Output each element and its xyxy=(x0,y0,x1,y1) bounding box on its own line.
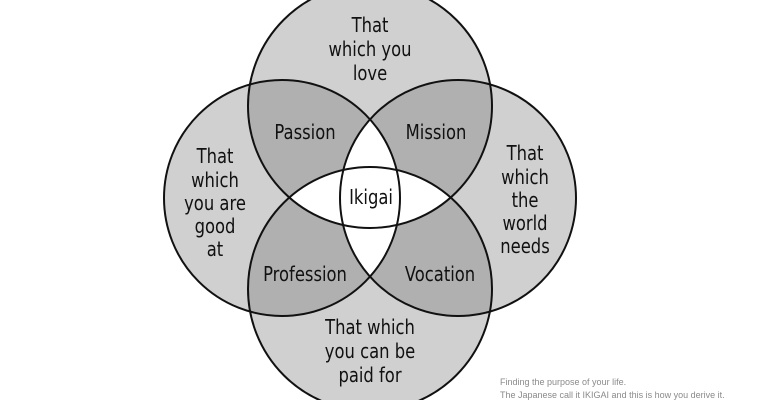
caption-line-2: The Japanese call it IKIGAI and this is … xyxy=(500,390,725,400)
label-love-3: love xyxy=(353,63,387,86)
label-world-5: needs xyxy=(500,236,549,259)
label-paid-1: That which xyxy=(324,317,415,340)
label-paid-3: paid for xyxy=(338,365,402,388)
label-world-2: which xyxy=(501,167,549,190)
label-passion: Passion xyxy=(274,122,335,145)
caption-line-1: Finding the purpose of your life. xyxy=(500,377,627,387)
label-vocation: Vocation xyxy=(405,264,475,287)
label-good-4: good xyxy=(195,216,236,239)
label-good-5: at xyxy=(207,239,223,262)
label-good-3: you are xyxy=(184,193,246,216)
label-good-2: which xyxy=(191,170,239,193)
label-good-1: That xyxy=(196,146,234,169)
label-profession: Profession xyxy=(263,264,347,287)
outline-love xyxy=(247,0,493,229)
label-love-2: which you xyxy=(328,39,411,62)
label-love-1: That xyxy=(351,15,389,38)
outline-paid-for xyxy=(247,166,493,400)
label-ikigai: Ikigai xyxy=(349,187,393,210)
outline-good-at xyxy=(163,79,401,317)
label-mission: Mission xyxy=(406,122,467,145)
label-paid-2: you can be xyxy=(325,341,415,364)
label-world-1: That xyxy=(506,143,544,166)
outline-world-needs xyxy=(339,79,577,317)
label-world-4: world xyxy=(502,213,547,236)
label-world-3: the xyxy=(512,190,539,213)
